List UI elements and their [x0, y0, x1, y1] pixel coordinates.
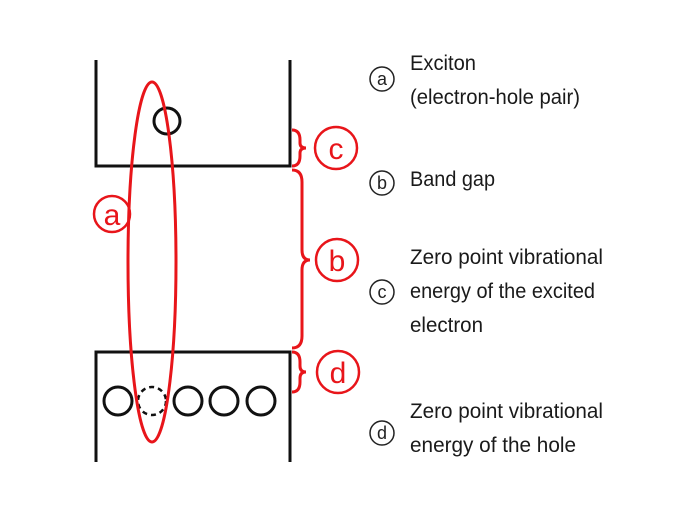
legend-text-line: energy of the hole: [410, 434, 576, 457]
conduction-band-outline: [94, 60, 292, 168]
legend-text-line: energy of the excited: [410, 280, 595, 303]
legend-text-line: Exciton: [410, 52, 476, 75]
label-d-circle: [315, 349, 361, 395]
valence-band-outline: [94, 350, 292, 462]
brace-d: [291, 350, 307, 394]
legend-letter-circle: [369, 66, 395, 92]
label-c-circle: [313, 125, 359, 171]
label-a-circle: [92, 194, 132, 234]
valence-electron: [172, 385, 204, 417]
brace-c: [291, 128, 307, 168]
legend-letter: a: [377, 69, 388, 89]
legend-text-line: electron: [410, 314, 483, 337]
valence-electron: [102, 385, 134, 417]
legend-letter-circle: [369, 420, 395, 446]
legend-letter: d: [377, 423, 387, 443]
legend-text-line: (electron-hole pair): [410, 86, 580, 109]
excited-electron: [152, 106, 182, 136]
label-d: d: [330, 357, 347, 390]
legend-letter-circle: [369, 279, 395, 305]
label-c: c: [329, 133, 344, 166]
label-b-circle: [314, 237, 360, 283]
valence-electron: [245, 385, 277, 417]
legend-letter: c: [378, 282, 387, 302]
hole: [136, 385, 168, 417]
legend-text-line: Zero point vibrational: [410, 246, 603, 269]
legend-item-c: c Zero point vibrational energy of the e…: [369, 246, 603, 337]
legend-text-line: Band gap: [410, 168, 495, 191]
legend-letter: b: [377, 173, 387, 193]
valence-electron: [208, 385, 240, 417]
legend-item-d: d Zero point vibrational energy of the h…: [369, 400, 603, 457]
label-a: a: [104, 199, 121, 232]
legend: a Exciton (electron-hole pair) b Band ga…: [369, 52, 603, 457]
exciton-ellipse: [126, 80, 178, 444]
brace-b: [291, 168, 311, 350]
legend-item-a: a Exciton (electron-hole pair): [369, 52, 580, 109]
legend-text-line: Zero point vibrational: [410, 400, 603, 423]
label-b: b: [329, 245, 346, 278]
legend-item-b: b Band gap: [369, 168, 495, 196]
legend-letter-circle: [369, 170, 395, 196]
